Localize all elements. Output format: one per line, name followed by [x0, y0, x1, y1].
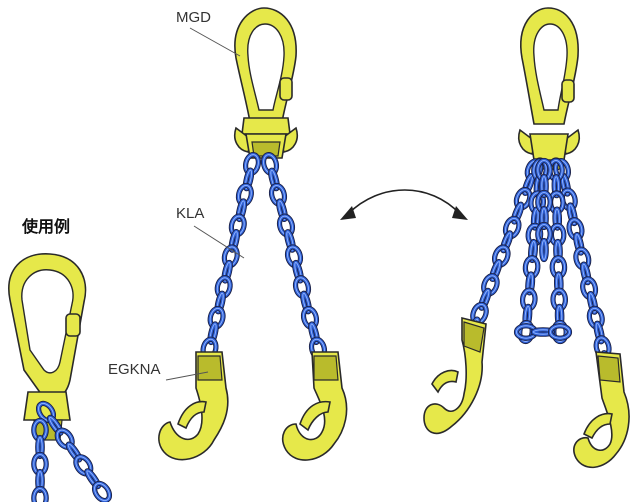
label-egkna: EGKNA [108, 361, 161, 378]
master-link-right [519, 8, 580, 170]
hook-right-right [574, 352, 629, 467]
hook-left [159, 352, 228, 460]
chain-legs-right [469, 159, 611, 372]
hook-right-left [424, 318, 486, 433]
two-leg-sling [159, 8, 347, 460]
usage-example-label: 使用例 [21, 217, 70, 236]
label-master-link: MGD [176, 9, 240, 56]
chain-legs [201, 153, 326, 374]
master-link [235, 8, 298, 158]
hook-right [283, 352, 347, 460]
shortened-sling [424, 8, 629, 467]
label-mgd: MGD [176, 9, 211, 26]
label-kla: KLA [176, 205, 204, 222]
label-hook-group: EGKNA [108, 361, 208, 380]
chain-link [542, 241, 546, 260]
chain-link [91, 481, 112, 502]
usage-example-illustration [9, 254, 86, 440]
curved-double-arrow-icon [340, 190, 468, 220]
chain-link [34, 489, 46, 502]
